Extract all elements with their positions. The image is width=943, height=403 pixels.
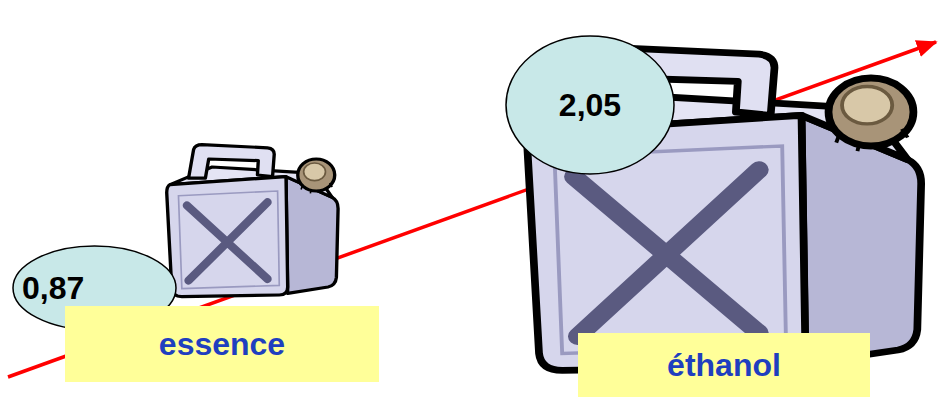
label-box: essence — [65, 306, 379, 382]
ratio-value: 0,87 — [22, 270, 84, 307]
label-box: éthanol — [578, 333, 870, 397]
ratio-value: 2,05 — [559, 87, 621, 124]
value-ellipse: 2,05 — [505, 35, 675, 175]
large-jerrycan — [527, 47, 921, 370]
ellipse-shape — [506, 36, 674, 174]
small-jerrycan — [167, 145, 338, 297]
fuel-name: éthanol — [667, 347, 781, 384]
fuel-name: essence — [159, 326, 285, 363]
